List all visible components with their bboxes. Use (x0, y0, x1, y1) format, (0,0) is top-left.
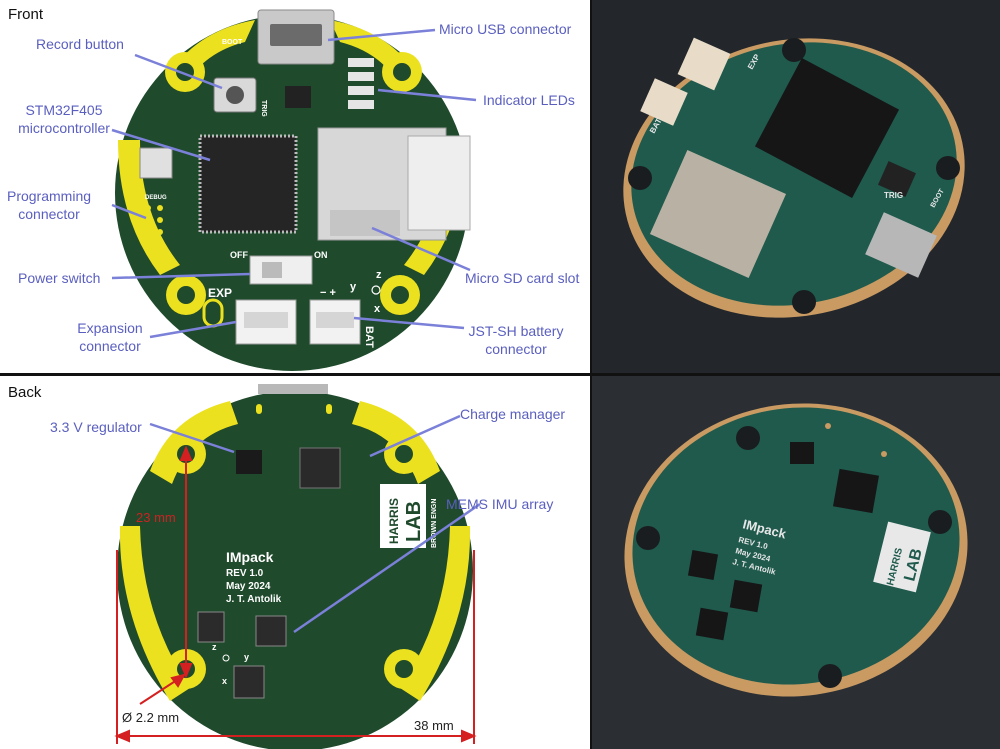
dim-hole-diameter: Ø 2.2 mm (122, 710, 180, 725)
logo-sub: BROWN ENGN (431, 499, 438, 548)
callout-record-button: Record button (36, 36, 124, 52)
silk-boot: BOOT (222, 39, 243, 46)
regulator-chip (236, 450, 262, 474)
front-callout-arrows (111, 28, 477, 339)
callout-power-switch: Power switch (18, 270, 101, 286)
silk-axis-y: y (350, 281, 357, 293)
callout-mcu-line2: microcontroller (18, 120, 110, 136)
callout-regulator: 3.3 V regulator (50, 419, 142, 435)
vertical-divider (590, 0, 592, 749)
callout-battery-line2: connector (485, 341, 547, 357)
dim-board-width: 38 mm (414, 718, 454, 733)
photo-back-render: HARRIS LAB IMpack REV 1.0 May 2024 J. T.… (624, 403, 968, 697)
silk-date: May 2024 (226, 581, 271, 592)
front-board-illustration: BOOT TRIG DEBUG OFF ON EXP BAT − + y z x (111, 9, 477, 371)
callout-programming-line2: connector (18, 206, 80, 222)
silk-trig: TRIG (260, 100, 267, 117)
silk-back-axis-x: x (222, 676, 227, 686)
back-title: Back (8, 384, 42, 401)
callout-programming: Programming connector (0, 187, 98, 223)
dimension-lines (114, 445, 477, 744)
callout-expansion-line2: connector (79, 338, 141, 354)
callout-battery: JST-SH battery connector (462, 322, 570, 358)
photo-front-angled: BAT TRIG EXP BOOT (592, 0, 1000, 373)
silk-product: IMpack (226, 549, 274, 565)
indicator-leds (348, 58, 374, 109)
callout-imu-array: MEMS IMU array (446, 496, 554, 512)
dim-hole-spacing: 23 mm (136, 510, 176, 525)
callout-charge-manager: Charge manager (460, 406, 566, 422)
silk-exp: EXP (208, 286, 232, 300)
callout-expansion: Expansion connector (62, 319, 158, 355)
callout-indicator-leds: Indicator LEDs (483, 92, 575, 108)
silk-axis-x: x (374, 303, 381, 315)
callout-micro-usb: Micro USB connector (439, 21, 572, 37)
silk-axis-z: z (376, 269, 382, 281)
back-panel: HARRIS LAB BROWN ENGN IMpack REV 1.0 May… (0, 376, 590, 749)
programming-pads (145, 205, 163, 247)
callout-expansion-line1: Expansion (77, 320, 143, 336)
power-switch-part (249, 255, 313, 285)
logo-lab: LAB (403, 501, 425, 542)
back-callout-arrows (149, 414, 481, 634)
front-panel: BOOT TRIG DEBUG OFF ON EXP BAT − + y z x… (0, 0, 590, 373)
callout-battery-line1: JST-SH battery (468, 323, 564, 339)
silk-rev: REV 1.0 (226, 568, 264, 579)
callout-sd-slot: Micro SD card slot (465, 270, 580, 286)
stm32-mcu (198, 134, 298, 234)
callout-programming-line1: Programming (6, 188, 92, 204)
silk-bat: BAT (363, 326, 375, 348)
silk-back-axis-z: z (212, 642, 217, 652)
back-board (117, 391, 473, 749)
back-board-illustration: HARRIS LAB BROWN ENGN IMpack REV 1.0 May… (114, 384, 481, 749)
silk-on: ON (314, 250, 328, 260)
harris-lab-logo (380, 484, 426, 548)
photo-front-render: BAT TRIG EXP BOOT (623, 37, 965, 318)
photo-back-angled: HARRIS LAB IMpack REV 1.0 May 2024 J. T.… (592, 376, 1000, 749)
silk-back-axis-y: y (244, 652, 249, 662)
silk-minus-plus: − + (320, 287, 336, 299)
silk-off: OFF (230, 250, 248, 260)
imu-chip (255, 615, 287, 647)
photo-silk-trig: TRIG (884, 191, 903, 200)
charge-manager-chip (299, 447, 341, 489)
silk-debug: DEBUG (145, 195, 167, 201)
logo-harris: HARRIS (387, 498, 401, 544)
horizontal-divider (0, 373, 1000, 376)
silk-author: J. T. Antolik (226, 594, 282, 605)
callout-mcu: STM32F405 microcontroller (6, 101, 122, 137)
callout-mcu-line1: STM32F405 (25, 102, 103, 118)
front-title: Front (8, 6, 44, 23)
